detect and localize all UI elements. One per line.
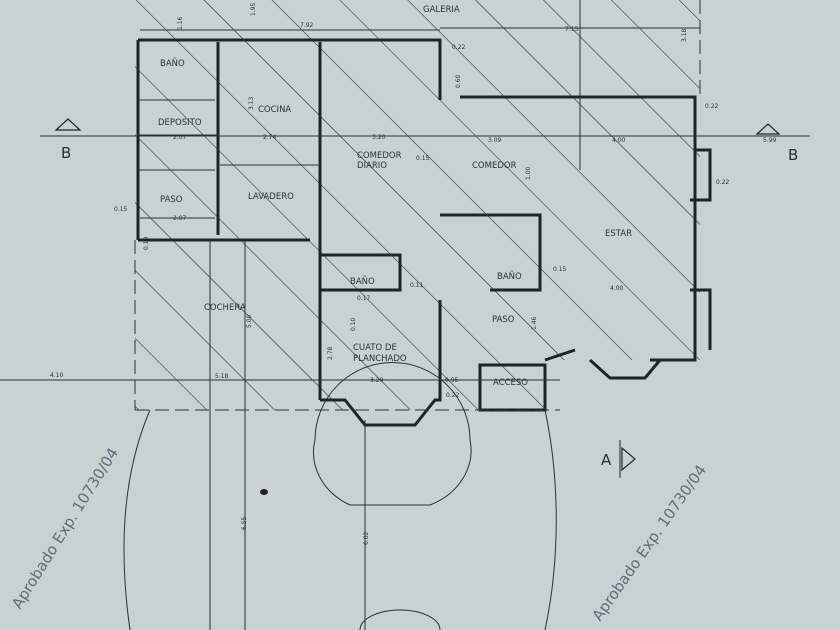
room-comedor-diario-2: DIARIO	[357, 161, 387, 171]
dim-label: 3.18	[681, 28, 688, 42]
dim-label: 2.07	[173, 215, 187, 222]
room-acceso: ACCESO	[493, 378, 528, 388]
room-lavadero: LAVADERO	[248, 192, 294, 202]
dimension-lines	[0, 0, 810, 630]
room-estar: ESTAR	[605, 229, 632, 239]
dim-label: 4.00	[610, 285, 624, 292]
section-mark-b-right: B	[788, 146, 798, 164]
room-comedor-diario-1: COMEDOR	[357, 151, 402, 161]
dim-label: 1.46	[531, 316, 538, 330]
room-paso-2: PASO	[492, 315, 515, 325]
dim-label: 1.95	[250, 2, 257, 16]
room-bano-3: BAÑO	[497, 271, 522, 282]
room-paso-1: PASO	[160, 195, 183, 205]
ink-spot	[260, 489, 268, 495]
dim-label: 7.92	[300, 22, 314, 29]
room-labels: GALERIA BAÑO DEPOSITO COCINA COMEDOR DIA…	[158, 5, 632, 388]
dim-label: 0.22	[716, 179, 730, 186]
dim-label: 0.17	[357, 295, 371, 302]
dim-label: 2.07	[173, 134, 187, 141]
dim-label: 0.11	[410, 282, 424, 289]
section-mark-b-left: B	[61, 144, 71, 162]
hatched-area	[135, 0, 700, 410]
room-comedor: COMEDOR	[472, 161, 517, 171]
dim-label: 0.22	[446, 392, 460, 399]
dim-label: 3.13	[248, 96, 255, 110]
dim-label: 0.22	[452, 44, 466, 51]
dim-label: 0.15	[114, 206, 128, 213]
room-cocina: COCINA	[258, 105, 291, 115]
dimension-labels: 7.92 7.15 0.22 0.22 0.22 0.22 3.18 2.07 …	[50, 2, 777, 545]
dim-label: 4.00	[612, 137, 626, 144]
section-triangle-icon	[54, 118, 82, 131]
room-planchado-2: PLANCHADO	[353, 354, 407, 364]
dim-label: 6.02	[363, 531, 370, 545]
dim-label: 0.15	[416, 155, 430, 162]
dim-label: 0.10	[350, 317, 357, 331]
dim-label: 5.18	[215, 373, 229, 380]
dim-label: 0.95	[445, 377, 459, 384]
dim-label: 0.22	[705, 103, 719, 110]
section-marks: B B A	[54, 118, 798, 478]
dim-label: 4.10	[50, 372, 64, 379]
dim-label: 3.20	[372, 134, 386, 141]
dim-label: 1.16	[177, 16, 184, 30]
dim-label: 3.20	[370, 377, 384, 384]
dim-label: 6.55	[241, 516, 248, 530]
room-bano-2: BAÑO	[350, 276, 375, 287]
dim-label: 2.78	[327, 346, 334, 360]
dim-label: 3.09	[488, 137, 502, 144]
room-planchado-1: CUATO DE	[353, 343, 397, 353]
dim-label: 0.15	[553, 266, 567, 273]
room-bano-1: BAÑO	[160, 58, 185, 69]
section-triangle-icon	[755, 123, 781, 135]
dim-label: 0.60	[455, 74, 462, 88]
room-cochera: COCHERA	[204, 303, 246, 313]
dim-label: 7.15	[565, 26, 579, 33]
dim-label: 2.74	[263, 134, 277, 141]
room-galeria: GALERIA	[423, 5, 460, 15]
dim-label: 1.00	[525, 166, 532, 180]
room-deposito: DEPOSITO	[158, 118, 202, 128]
section-triangle-icon	[621, 446, 636, 472]
dim-label: 0.19	[143, 236, 150, 250]
section-mark-a: A	[601, 451, 612, 469]
dim-label: 5.00	[246, 314, 253, 328]
dim-label: 5.99	[763, 137, 777, 144]
